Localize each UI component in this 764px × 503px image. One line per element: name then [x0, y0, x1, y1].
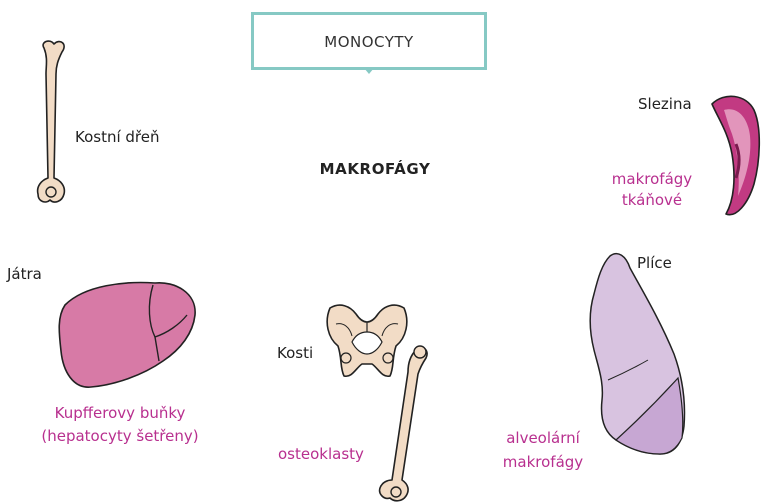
kostni-dren-label: Kostní dřeň: [75, 127, 160, 147]
jatra-label: Játra: [7, 264, 42, 284]
makrofagy-tkanove-line1: makrofágy: [592, 169, 712, 189]
monocyty-label: MONOCYTY: [254, 33, 484, 51]
spleen-icon: [706, 92, 762, 222]
osteoklasty-label: osteoklasty: [278, 444, 364, 464]
box-connector: [364, 68, 374, 76]
kosti-label: Kosti: [277, 343, 313, 363]
femur-icon: [30, 40, 80, 205]
makrofagy-tkanove-line2: tkáňové: [592, 190, 712, 210]
makrofagy-center-label: MAKROFÁGY: [300, 159, 450, 179]
kupfferovy-bunky-line1: Kupfferovy buňky: [20, 403, 220, 423]
femur-small-icon: [372, 340, 432, 502]
liver-icon: [55, 275, 203, 395]
slezina-label: Slezina: [638, 94, 692, 114]
alveolarni-makrofagy-line1: alveolární: [488, 428, 598, 448]
alveolarni-makrofagy-line2: makrofágy: [488, 452, 598, 472]
monocyty-box: MONOCYTY: [251, 12, 487, 70]
kupfferovy-bunky-line2: (hepatocyty šetřeny): [20, 426, 220, 446]
